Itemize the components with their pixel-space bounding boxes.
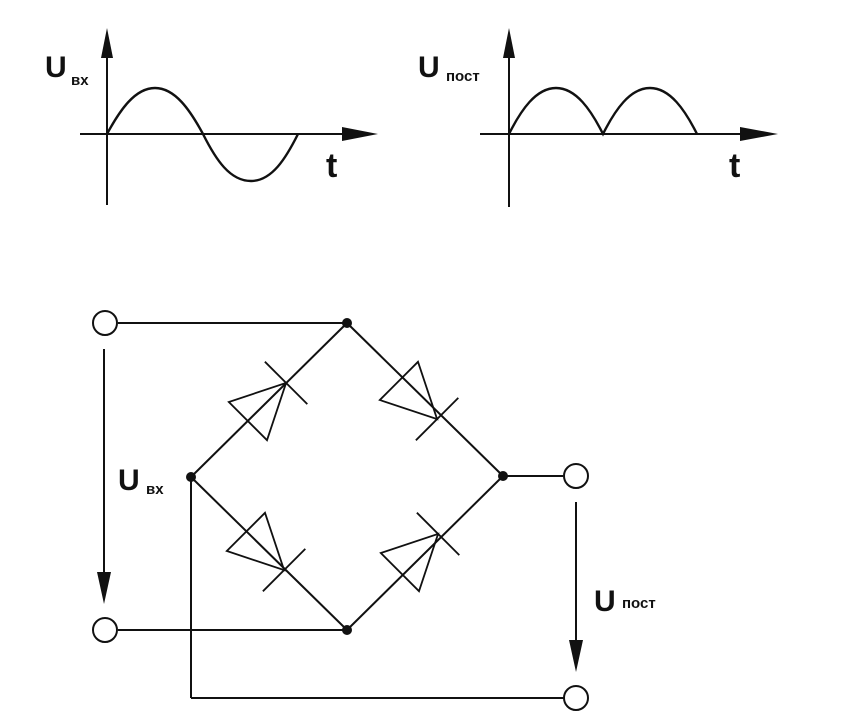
diode-bottom-left bbox=[225, 511, 306, 592]
output-waveform-graph: U пост t bbox=[418, 28, 778, 207]
input-graph-t-label: t bbox=[326, 147, 337, 185]
input-voltage-label: U bbox=[118, 464, 140, 497]
junction-node-bottom bbox=[342, 625, 352, 635]
input-voltage-arrow-head bbox=[97, 572, 111, 604]
output-graph-x-arrow bbox=[740, 127, 778, 141]
bridge-rectifier-circuit: U вх U пост bbox=[92, 310, 656, 711]
junction-node-top bbox=[342, 318, 352, 328]
diode-top-right bbox=[378, 360, 459, 441]
output-terminal-top bbox=[563, 463, 589, 489]
input-voltage-label-subscript: вх bbox=[146, 481, 164, 498]
output-voltage-arrow-head bbox=[569, 640, 583, 672]
input-terminal-top bbox=[92, 310, 118, 336]
output-graph-label-subscript: пост bbox=[446, 68, 480, 85]
output-graph-t-label: t bbox=[729, 147, 740, 185]
output-graph-y-arrow bbox=[503, 28, 515, 58]
input-graph-label-subscript: вх bbox=[71, 72, 89, 89]
input-graph-label: U bbox=[45, 51, 67, 84]
output-terminal-bottom bbox=[563, 685, 589, 711]
diode-bottom-right bbox=[379, 512, 460, 593]
junction-node-right bbox=[498, 471, 508, 481]
output-rectified-wave bbox=[507, 86, 699, 137]
output-voltage-label: U bbox=[594, 585, 616, 618]
output-voltage-label-subscript: пост bbox=[622, 595, 656, 612]
input-graph-y-arrow bbox=[101, 28, 113, 58]
input-waveform-graph: U вх t bbox=[45, 28, 378, 205]
input-graph-x-arrow bbox=[342, 127, 378, 141]
bridge-arm-top-left bbox=[190, 322, 348, 478]
diode-top-left bbox=[227, 361, 308, 442]
bridge-arm-bottom-left bbox=[190, 476, 348, 631]
input-terminal-bottom bbox=[92, 617, 118, 643]
input-sine-wave bbox=[105, 86, 300, 183]
output-graph-label: U bbox=[418, 51, 440, 84]
bridge-arm-bottom-right bbox=[346, 475, 504, 631]
bridge-arm-top-right bbox=[346, 322, 504, 477]
junction-node-left bbox=[186, 472, 196, 482]
